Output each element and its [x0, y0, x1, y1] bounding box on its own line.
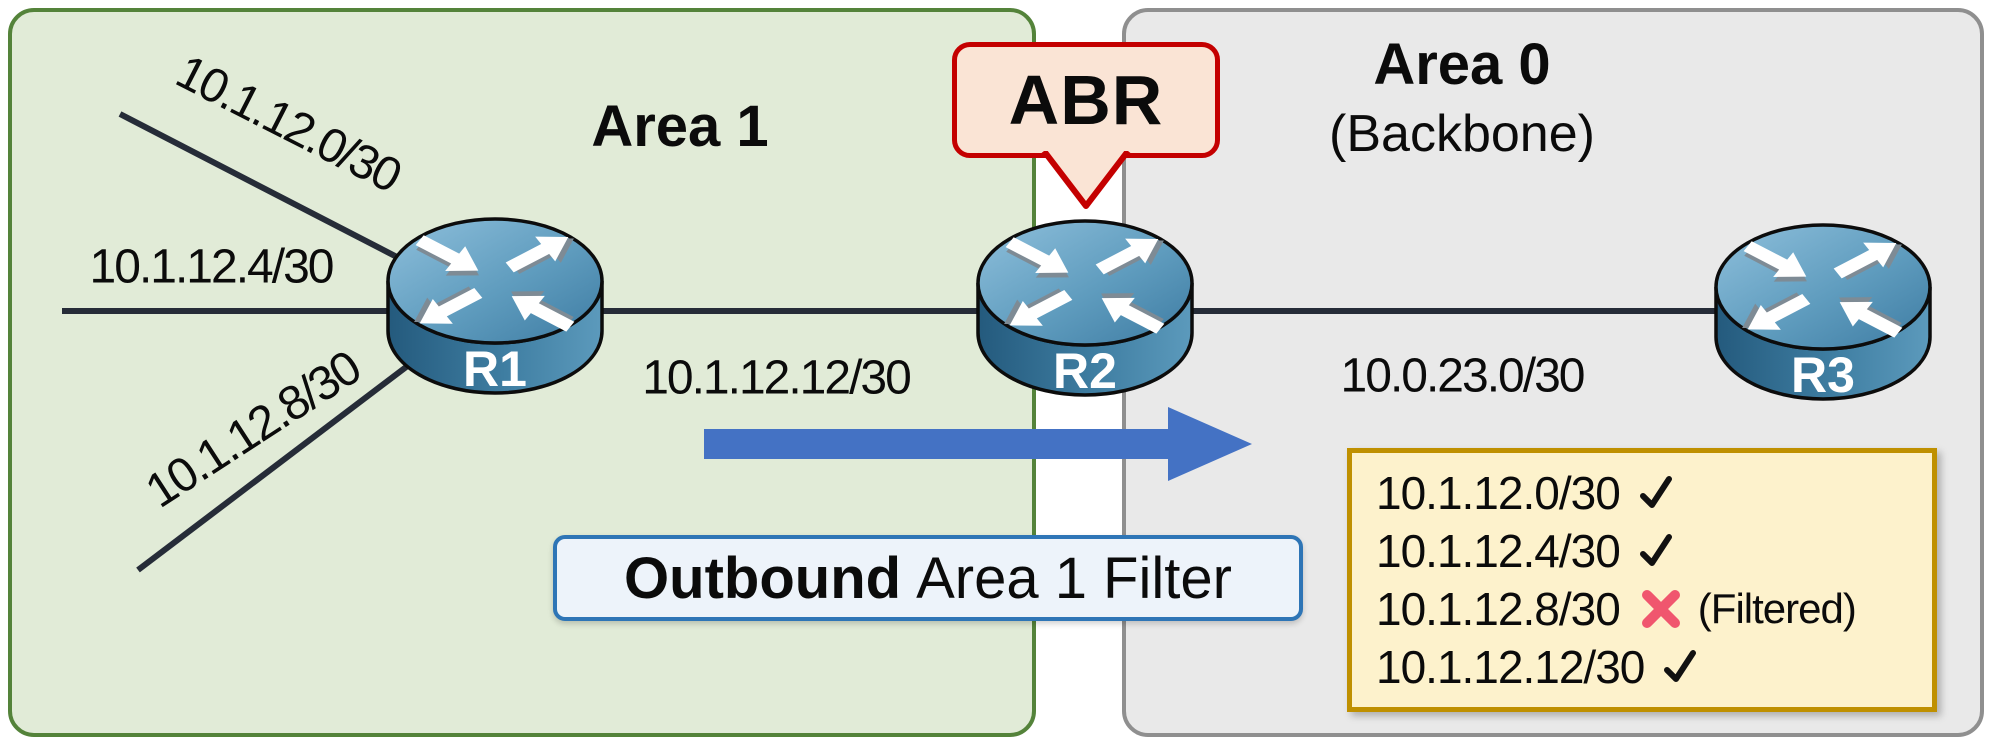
- router-r3-label: R3: [1791, 347, 1855, 403]
- area0-subtitle: (Backbone): [1329, 105, 1595, 163]
- area0-title: Area 0: [1373, 32, 1551, 97]
- link-stub-c: [136, 327, 457, 573]
- prefix-text: 10.1.12.12/30: [1376, 641, 1645, 693]
- abr-callout: ABR: [952, 42, 1220, 158]
- router-r2-label: R2: [1053, 343, 1117, 399]
- prefix-row: 10.1.12.12/30: [1376, 638, 1932, 696]
- link-label-stub-b: 10.1.12.4/30: [89, 240, 335, 294]
- prefix-text: 10.1.12.4/30: [1376, 525, 1621, 577]
- abr-callout-tail: [1041, 151, 1131, 209]
- filter-rest: Area 1 Filter: [916, 545, 1232, 611]
- check-icon: [1638, 475, 1674, 511]
- prefix-note: (Filtered): [1697, 585, 1857, 632]
- prefix-list: 10.1.12.0/30 10.1.12.4/30 10.1.12.8/30 (…: [1347, 448, 1937, 712]
- x-icon: [1638, 586, 1684, 632]
- abr-label: ABR: [1008, 61, 1164, 139]
- check-icon: [1638, 533, 1674, 569]
- prefix-row: 10.1.12.0/30: [1376, 464, 1932, 522]
- prefix-text: 10.1.12.8/30: [1376, 583, 1621, 635]
- filter-emphasis: Outbound: [624, 545, 902, 611]
- prefix-text: 10.1.12.0/30: [1376, 467, 1621, 519]
- router-r1-label: R1: [463, 341, 527, 397]
- area1-title: Area 1: [591, 94, 769, 159]
- prefix-row: 10.1.12.8/30 (Filtered): [1376, 580, 1932, 638]
- outbound-arrow-icon: [704, 407, 1252, 481]
- outbound-filter-callout: Outbound Area 1 Filter: [553, 535, 1303, 621]
- prefix-row: 10.1.12.4/30: [1376, 522, 1932, 580]
- check-icon: [1662, 649, 1698, 685]
- link-label-r2-r3: 10.0.23.0/30: [1340, 349, 1586, 403]
- link-label-r1-r2: 10.1.12.12/30: [642, 351, 912, 405]
